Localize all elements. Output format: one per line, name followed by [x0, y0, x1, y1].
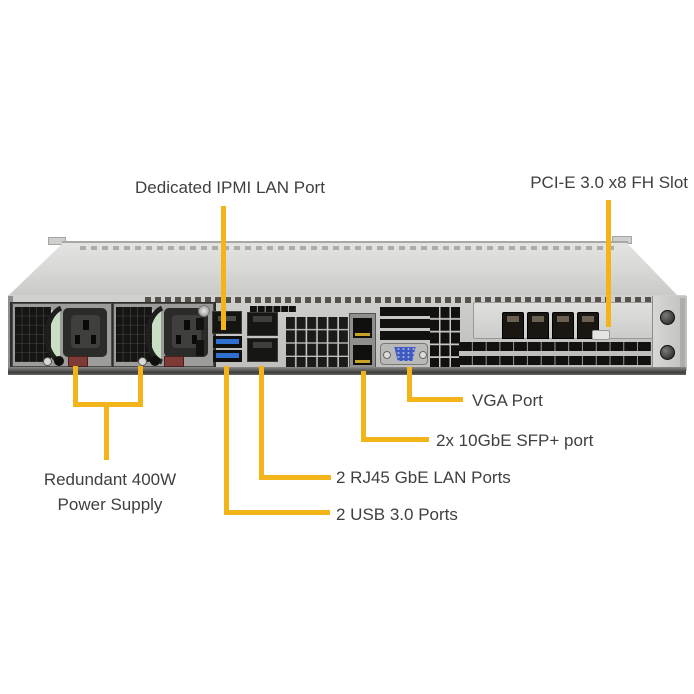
- vga-leader-line: [407, 397, 463, 402]
- label-pcie: PCI-E 3.0 x8 FH Slot: [530, 173, 688, 192]
- nic-rj45-port: [552, 312, 574, 339]
- panel-screw: [198, 305, 210, 317]
- label-ipmi: Dedicated IPMI LAN Port: [135, 178, 325, 197]
- chassis-top-lid: [8, 243, 678, 296]
- rear-vent-rows: [459, 342, 651, 365]
- sfp-port-bottom: [353, 345, 372, 365]
- lan-leader-line: [259, 475, 331, 480]
- label-psu-line1: Redundant 400W: [43, 470, 177, 489]
- io-vent-grid: [430, 307, 460, 369]
- io-vent: [196, 318, 204, 330]
- chassis-lid-vents: [80, 246, 615, 250]
- pcie-nic-card: [502, 312, 599, 339]
- chassis-right-slot: [680, 298, 685, 368]
- pcie-bracket-latch: [592, 330, 610, 340]
- psu-module-left: [12, 303, 112, 367]
- usb-leader-line: [224, 510, 330, 515]
- label-usb: 2 USB 3.0 Ports: [336, 505, 458, 524]
- vga-port: [380, 343, 428, 365]
- vga-connector: [394, 347, 416, 361]
- chassis-lid-edge: [62, 241, 628, 243]
- sfp-port-top: [353, 318, 372, 338]
- label-psu-line2: Power Supply: [57, 495, 163, 514]
- sfp-cage: [349, 313, 376, 370]
- chassis-bottom-edge: [8, 367, 686, 375]
- label-vga: VGA Port: [472, 391, 543, 410]
- vga-screw: [383, 351, 391, 359]
- psu-leader-line: [104, 402, 109, 460]
- thumbscrew: [660, 310, 675, 325]
- gbe-lan-port-top: [247, 312, 278, 336]
- io-vent: [196, 340, 204, 356]
- io-vent-row: [250, 306, 296, 312]
- psu-release-button: [54, 356, 64, 366]
- thumbscrew: [660, 345, 675, 360]
- usb3-port-bottom: [213, 350, 242, 362]
- sfp-leader-line: [361, 437, 429, 442]
- ipmi-lan-port: [212, 311, 242, 334]
- psu-latch: [68, 356, 88, 367]
- psu-ac-inlet-socket: [71, 315, 100, 348]
- psu-ac-inlet: [63, 308, 107, 357]
- psu-latch: [164, 356, 184, 367]
- psu-status-led: [138, 357, 147, 366]
- lan-leader-line: [259, 366, 264, 480]
- vga-leader-line: [407, 367, 412, 402]
- vga-screw: [419, 351, 427, 359]
- gbe-lan-port-bottom: [247, 338, 278, 362]
- label-psu: Redundant 400W Power Supply: [25, 467, 195, 517]
- psu-status-led: [43, 357, 52, 366]
- label-lan: 2 RJ45 GbE LAN Ports: [336, 468, 511, 487]
- psu-module-right: [113, 303, 214, 367]
- usb-leader-line: [224, 366, 229, 515]
- psu-leader-line: [73, 366, 78, 407]
- pcie-leader-line: [606, 200, 611, 327]
- ipmi-leader-line: [221, 206, 226, 330]
- nic-rj45-port: [502, 312, 524, 339]
- sfp-leader-line: [361, 371, 366, 442]
- nic-rj45-port: [527, 312, 549, 339]
- psu-release-button: [150, 356, 160, 366]
- psu-leader-line: [138, 366, 143, 407]
- label-sfp: 2x 10GbE SFP+ port: [436, 431, 594, 450]
- rear-panel-vent-strip: [145, 297, 653, 303]
- io-vent-grid: [286, 317, 348, 369]
- usb3-port-top: [213, 336, 242, 348]
